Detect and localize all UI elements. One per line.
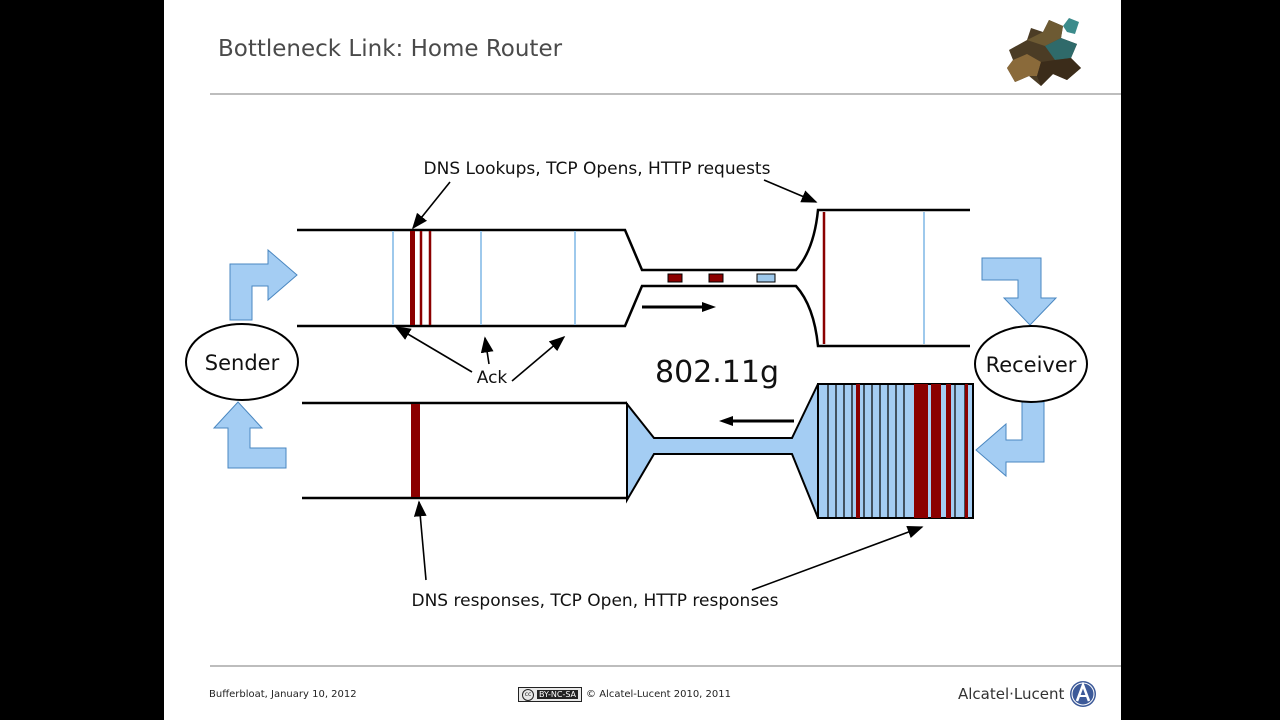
upper-link-packets [667,273,776,283]
upper-sender-packets [392,231,576,325]
footer-date: Bufferbloat, January 10, 2012 [209,689,357,700]
upper-direction-arrow [642,302,716,312]
bottom-annotation: DNS responses, TCP Open, HTTP responses [412,591,779,611]
title-rule [210,93,1121,95]
cc-icon: cc [522,688,534,701]
footer-license: cc BY-NC-SA © Alcatel-Lucent 2010, 2011 [518,687,731,702]
slide: Bottleneck Link: Home Router [164,0,1121,720]
slide-title: Bottleneck Link: Home Router [218,36,563,62]
bufferbloat-diagram: Sender Receiver DNS Lookups, TCP Opens, … [185,159,1088,611]
cc-badge-text: BY-NC-SA [537,690,579,699]
lower-direction-arrow [719,416,794,426]
upper-pipe [297,208,970,348]
receiver-buffer [817,383,974,519]
link-speed-label: 802.11g [655,355,779,390]
footer-copyright: © Alcatel-Lucent 2010, 2011 [586,689,731,700]
upper-receiver-packets [822,212,925,344]
alcatel-lucent-logo-icon [1070,681,1097,707]
top-annotation: DNS Lookups, TCP Opens, HTTP requests [424,159,771,179]
puzzle-logo-icon [1007,18,1081,86]
leader-arrows [394,179,924,591]
cc-license-badge: cc BY-NC-SA [518,687,583,702]
receiver-loop-arrows [975,257,1058,478]
receiver-node: Receiver [974,325,1088,403]
footer-rule [210,665,1121,667]
receiver-label: Receiver [986,353,1077,377]
brand-name: Alcatel·Lucent [958,685,1065,703]
lower-pipe [302,383,819,519]
ack-label: Ack [477,368,508,388]
sender-node: Sender [185,323,299,401]
sender-label: Sender [205,351,280,375]
sender-loop-arrows [212,248,298,469]
brand: Alcatel·Lucent [958,679,1098,709]
